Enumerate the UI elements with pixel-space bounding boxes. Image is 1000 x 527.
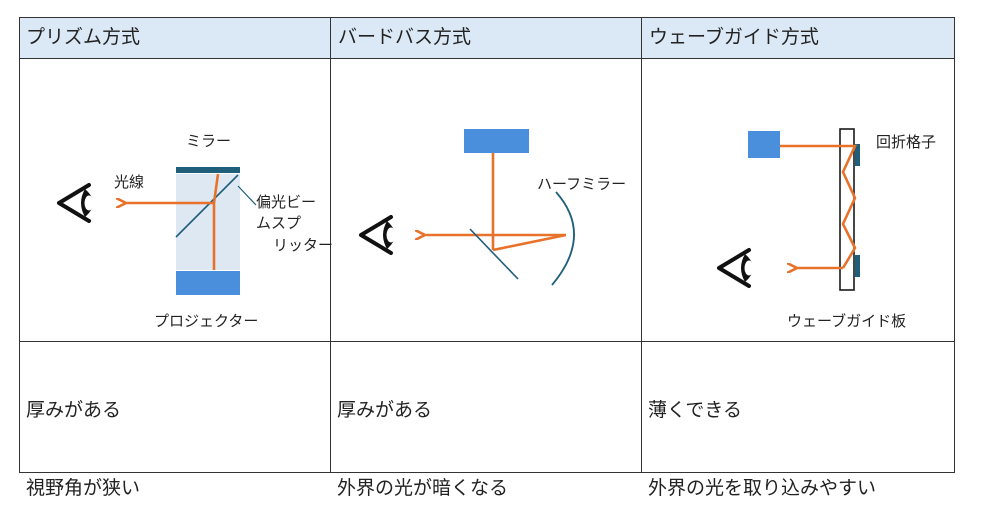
birdbath-projector xyxy=(464,129,529,153)
label-half-mirror: ハーフミラー xyxy=(537,175,627,193)
label-waveguide-plate: ウェーブガイド板 xyxy=(787,312,907,330)
waveguide-plate xyxy=(839,128,855,291)
label-pbs-3: リッター xyxy=(273,236,334,254)
table-header-row xyxy=(19,17,955,58)
prism-mirror xyxy=(176,167,240,173)
pbs-leader-line xyxy=(237,185,257,206)
prism-body xyxy=(176,174,240,270)
birdbath-diagram xyxy=(359,129,575,286)
grid-line xyxy=(19,472,955,473)
waveguide-ray-zigzag xyxy=(780,144,858,269)
eye-icon xyxy=(57,183,94,223)
grid-line xyxy=(954,17,955,473)
header-birdbath: バードバス方式 xyxy=(338,26,472,48)
waveguide-grating-bottom xyxy=(855,255,860,277)
waveguide-grating-top xyxy=(855,144,860,166)
grid-line xyxy=(19,17,955,18)
birdbath-beam-splitter xyxy=(469,228,519,280)
description-line: 厚みがある xyxy=(337,399,433,421)
description-line: 視野角が狭い xyxy=(26,477,141,499)
header-waveguide: ウェーブガイド方式 xyxy=(649,26,819,48)
eye-icon xyxy=(359,215,396,255)
waveguide-diagram xyxy=(717,128,860,291)
waveguide-projector xyxy=(748,131,780,158)
description-line: 厚みがある xyxy=(26,399,122,421)
label-grating: 回折格子 xyxy=(876,133,937,151)
description-prism: 厚みがある 視野角が狭い xyxy=(20,345,140,527)
label-pbs-1: 偏光ビー xyxy=(256,193,317,211)
label-ray: 光線 xyxy=(114,173,145,191)
birdbath-half-mirror xyxy=(551,191,575,286)
grid-line xyxy=(19,58,955,59)
prism-beam-splitter xyxy=(175,174,239,238)
label-pbs-2: ムスプ xyxy=(256,214,302,232)
grid-line xyxy=(19,17,20,473)
birdbath-ray-to-mirror xyxy=(492,233,567,252)
label-projector: プロジェクター xyxy=(154,312,259,330)
prism-projector xyxy=(176,271,240,295)
description-line: 外界の光を取り込みやすい xyxy=(648,477,877,499)
grid-line xyxy=(19,341,955,342)
description-line: 薄くできる xyxy=(648,399,743,421)
description-waveguide: 薄くできる 外界の光を取り込みやすい xyxy=(642,345,876,527)
description-line: 外界の光が暗くなる xyxy=(337,477,509,499)
diagrams xyxy=(57,128,860,295)
eye-icon xyxy=(717,248,754,288)
prism-diagram xyxy=(57,167,257,295)
grid-line xyxy=(330,17,331,473)
header-prism: プリズム方式 xyxy=(26,26,141,48)
description-birdbath: 厚みがある 外界の光が暗くなる xyxy=(331,345,508,527)
label-mirror: ミラー xyxy=(186,132,232,150)
grid-line xyxy=(641,17,642,473)
